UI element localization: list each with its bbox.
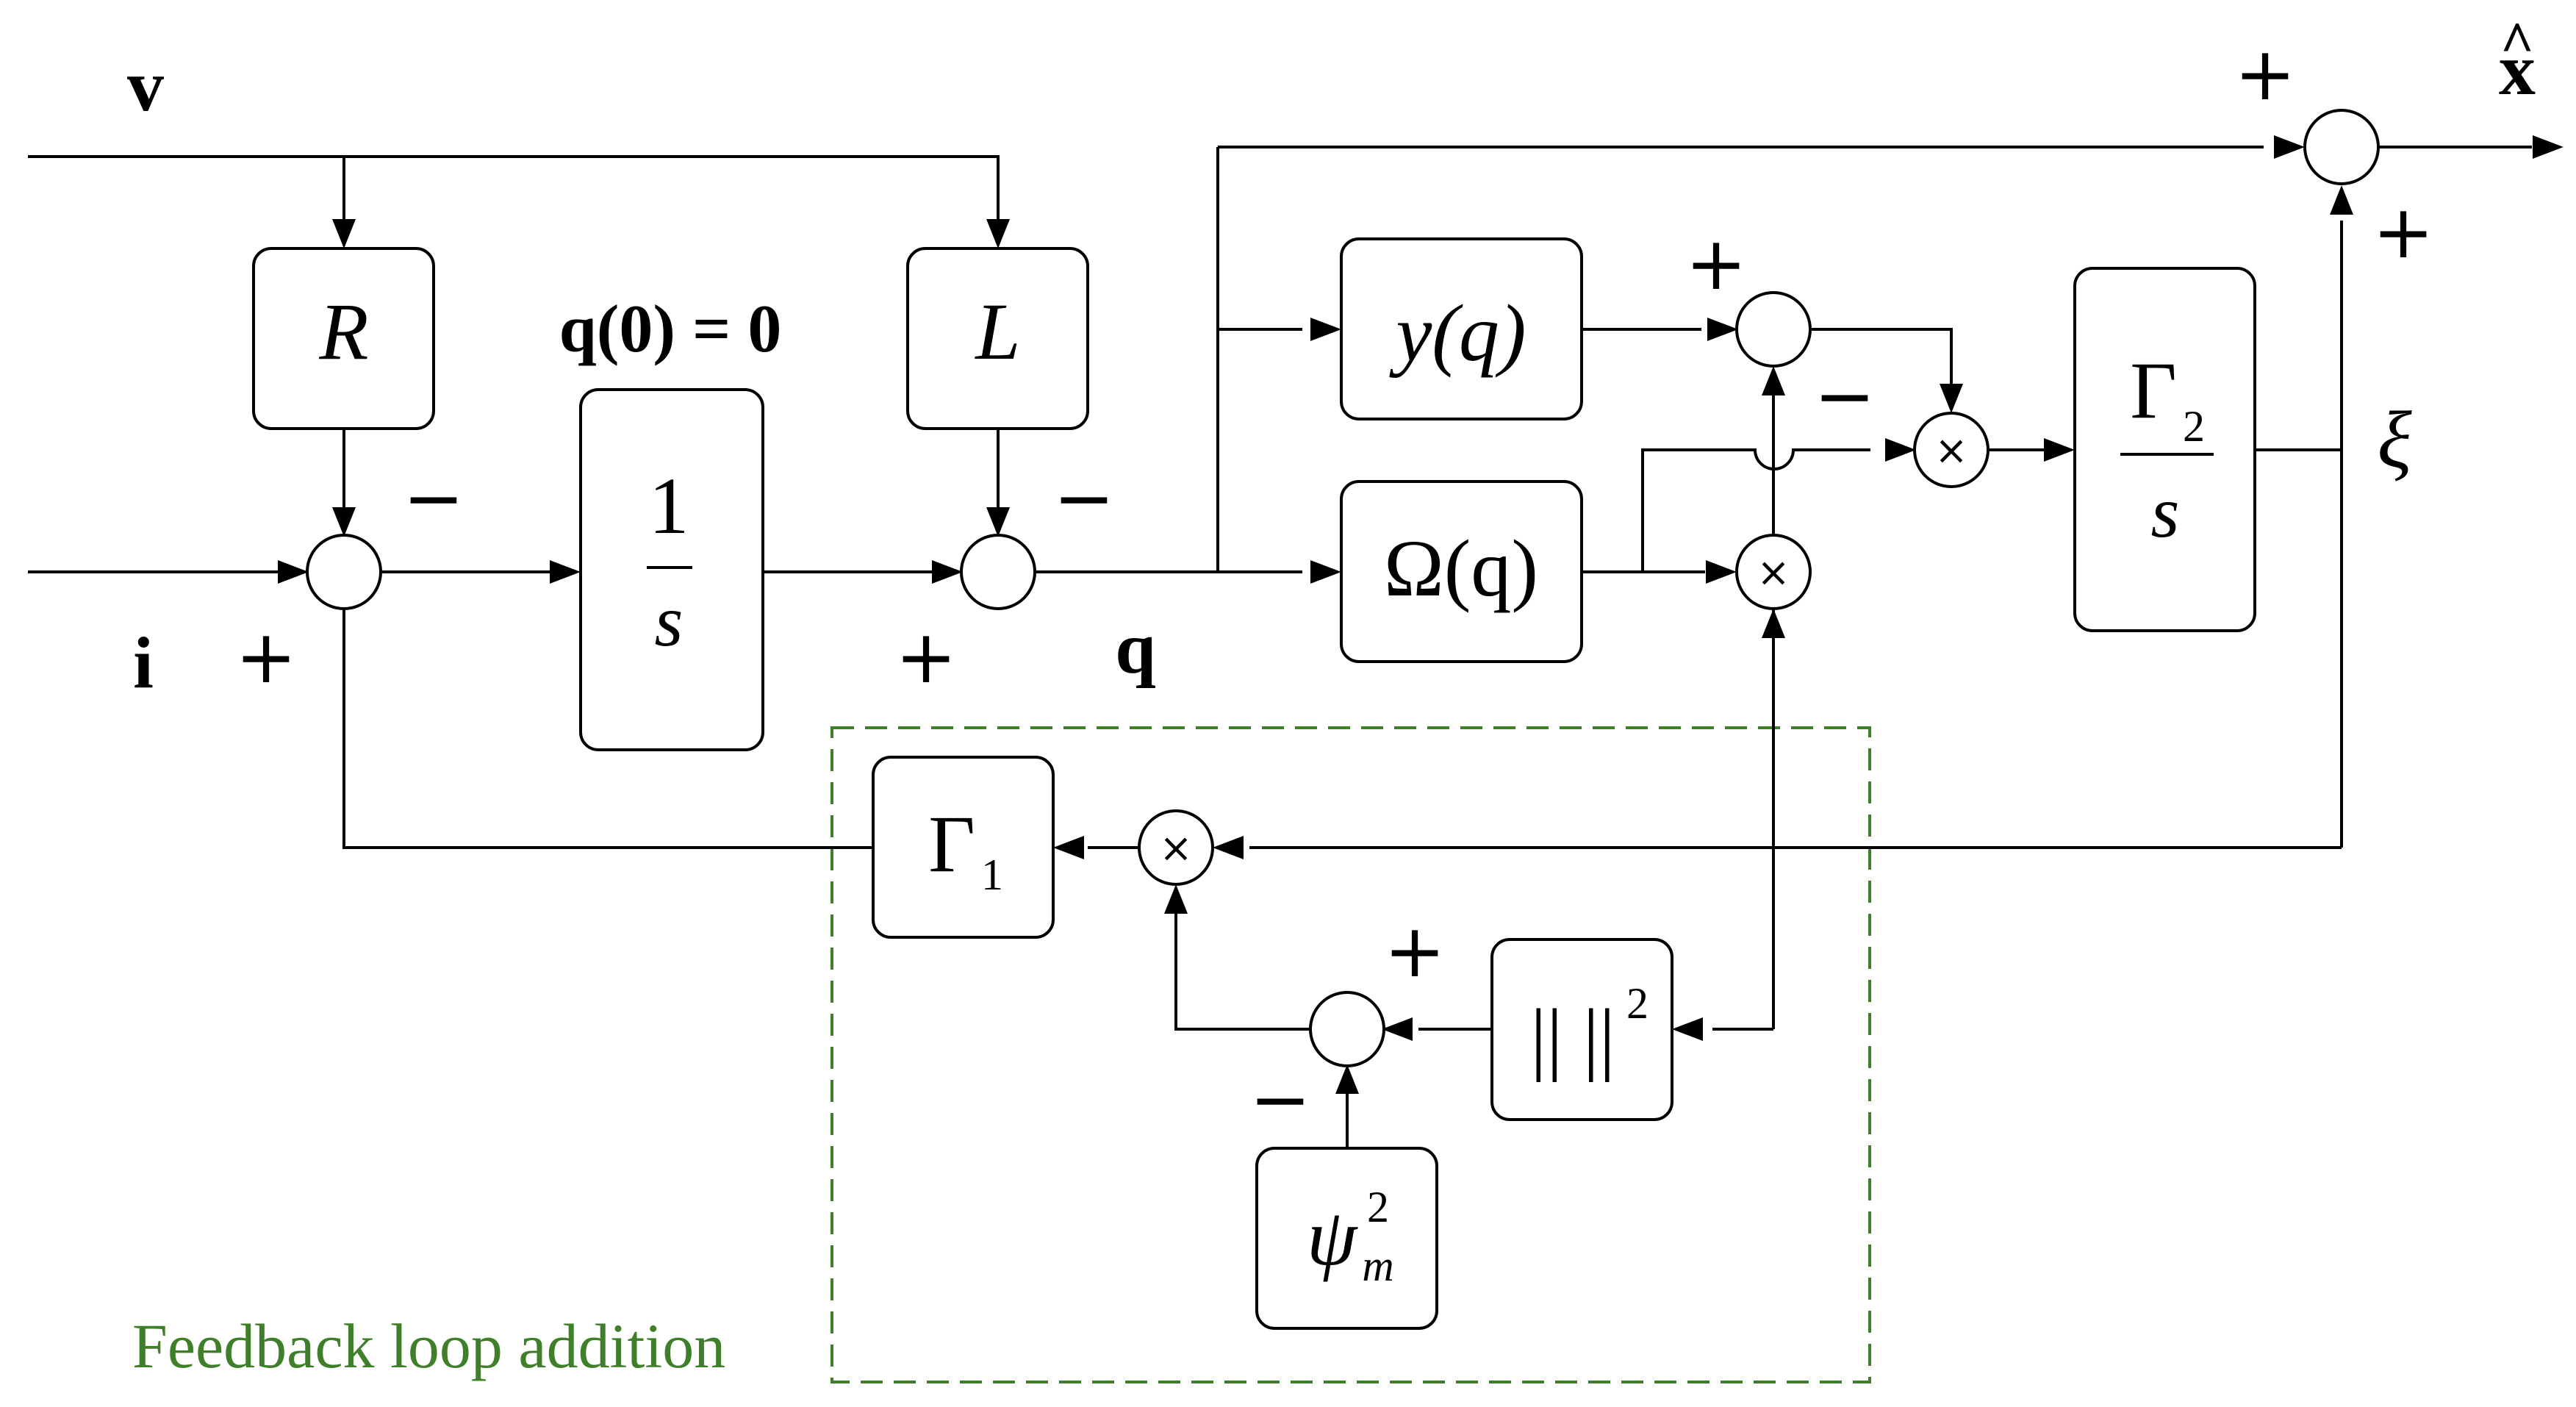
gamma2-numerator: Γ [2130, 346, 2177, 435]
arrow-i-to-sum1 [278, 560, 309, 584]
arrow-sum4-to-mult3 [1164, 884, 1188, 914]
sign-output-plus-top: + [2234, 31, 2296, 117]
sum-junction-2 [960, 534, 1036, 610]
sign-sum4-minus: − [1249, 1056, 1311, 1142]
arrow-v-to-R [332, 219, 356, 248]
feedback-loop-caption: Feedback loop addition [132, 1311, 725, 1381]
arrow-output-x-hat [2533, 135, 2564, 159]
multiplier-3-symbol: × [1159, 825, 1192, 871]
block-L-label: L [974, 287, 1020, 376]
arrow-xi-to-output-sum [2330, 185, 2353, 215]
feedback-loop-region [830, 726, 1871, 1383]
wire-sum4-to-mult3 [1174, 904, 1312, 1031]
block-R: R [252, 247, 435, 430]
sum-junction-3 [1735, 291, 1812, 368]
arrowheads [278, 135, 2564, 1094]
norm-superscript: 2 [1626, 979, 1648, 1028]
arrow-sum1-to-integrator [550, 560, 581, 584]
sign-output-plus-bottom: + [2372, 189, 2434, 275]
arrow-norm-to-sum4 [1382, 1017, 1413, 1041]
block-y-of-q-label: y(q) [1388, 288, 1526, 378]
arrow-norm-to-mult1 [1762, 609, 1785, 638]
gamma1-label: Γ [928, 799, 975, 889]
arrow-mult2-to-gamma2 [2044, 438, 2075, 462]
block-gamma1: Γ 1 [872, 756, 1055, 939]
signal-x-hat-label: ^ x [2499, 11, 2536, 110]
gamma1-subscript: 1 [981, 851, 1003, 899]
norm-bars: || || [1530, 992, 1615, 1082]
arrow-mult3-to-gamma1 [1053, 836, 1084, 859]
block-psi-m-squared: ψ 2 m [1255, 1147, 1438, 1330]
sign-sum1-minus: − [403, 455, 464, 541]
wire-gamma1-to-sum1 [342, 609, 873, 849]
sign-sum3-minus: − [1814, 353, 1876, 439]
arrow-y-to-sum3 [1707, 318, 1738, 341]
arrow-L-to-sum2 [986, 507, 1010, 537]
integrator-numerator: 1 [649, 461, 689, 551]
arrow-R-to-sum1 [332, 507, 356, 537]
initial-condition-label: q(0) = 0 [559, 291, 782, 366]
arrow-omega-to-mult2 [1885, 438, 1916, 462]
arrow-q-to-omega [1310, 560, 1341, 584]
block-integrator: 1 s [579, 388, 764, 751]
sum-junction-4 [1309, 991, 1385, 1067]
multiplier-1: × [1735, 534, 1812, 610]
signal-v-label: v [127, 45, 164, 126]
multiplier-2: × [1913, 412, 1990, 488]
block-L: L [906, 247, 1089, 430]
psi-superscript: 2 [1367, 1183, 1389, 1231]
multiplier-2-symbol: × [1934, 427, 1967, 473]
signal-x-hat-letter: x [2499, 29, 2536, 110]
block-omega-of-q: Ω(q) [1340, 480, 1583, 663]
sign-sum2-plus: + [895, 614, 957, 700]
gamma2-denominator: s [2151, 471, 2180, 553]
multiplier-1-symbol: × [1757, 549, 1790, 595]
sign-sum4-plus: + [1384, 908, 1446, 994]
block-norm-squared: || || 2 [1490, 938, 1673, 1121]
sum-junction-output [2303, 109, 2380, 185]
sign-sum1-plus: + [235, 614, 297, 700]
sign-sum3-plus: + [1685, 221, 1747, 307]
arrow-q-to-y [1310, 318, 1341, 341]
arrow-q-to-output-sum [2274, 135, 2305, 159]
arrow-mult1-to-sum3 [1762, 366, 1785, 395]
signal-xi-label: ξ [2377, 395, 2412, 484]
multiplier-3: × [1138, 809, 1214, 886]
arrow-v-to-L [986, 219, 1010, 248]
arrow-sum3-to-mult2 [1940, 384, 1963, 413]
psi-label: ψ [1307, 1192, 1358, 1282]
signal-q-label: q [1115, 607, 1156, 689]
arrow-to-norm [1672, 1017, 1703, 1041]
block-omega-of-q-label: Ω(q) [1384, 523, 1538, 613]
psi-subscript: m [1362, 1242, 1393, 1290]
arrow-omega-to-mult1 [1706, 560, 1737, 584]
wire-sum3-to-mult2 [1812, 328, 1953, 397]
integrator-denominator: s [655, 580, 684, 662]
signal-i-label: i [133, 622, 154, 704]
sum-junction-1 [306, 534, 382, 610]
block-R-label: R [318, 287, 368, 376]
arrow-integrator-to-sum2 [932, 560, 963, 584]
block-y-of-q: y(q) [1340, 237, 1583, 420]
arrow-psi-to-sum4 [1335, 1064, 1359, 1094]
arrow-xi-to-mult3 [1213, 836, 1244, 859]
block-gamma2-over-s: Γ 2 s [2073, 267, 2256, 632]
gamma2-subscript: 2 [2183, 402, 2205, 451]
signal-x-hat-accent: ^ [2500, 11, 2534, 76]
sign-sum2-minus: − [1053, 455, 1115, 541]
